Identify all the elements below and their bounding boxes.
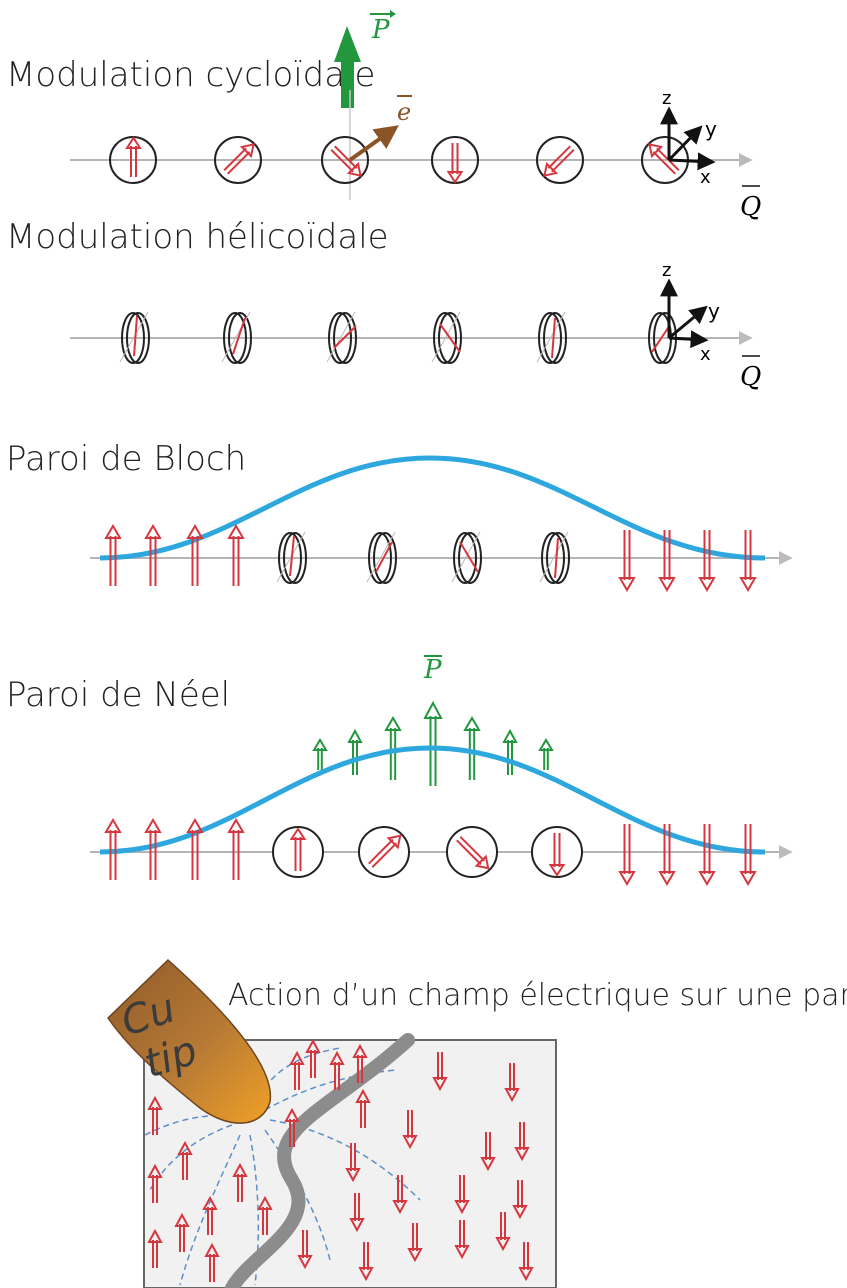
e-vector-label: e: [397, 98, 411, 126]
neel-spin: [272, 826, 324, 878]
neel-spin: [531, 826, 583, 878]
neel-spin: [358, 826, 410, 878]
axis-x-label: x: [700, 167, 711, 188]
bloch-spin: [539, 531, 570, 584]
p-vector-accent-head-icon: [390, 10, 396, 18]
wall-profile-curve: [99, 455, 766, 561]
helicoid-spin: [536, 311, 567, 364]
bloch-spin: [276, 531, 307, 584]
axis-y-label: y: [708, 299, 720, 323]
bloch-title: Paroi de Bloch: [6, 439, 246, 479]
e-vector-arrow: [348, 125, 399, 162]
q-vector-label: Q: [740, 362, 761, 392]
neel-spin: [446, 826, 498, 878]
helicoid-spin: [326, 311, 357, 364]
helicoid-spin: [431, 311, 462, 364]
spin-up-arrows: [104, 524, 245, 586]
polarization-arrows: [312, 700, 554, 786]
cycloid-spin: [431, 136, 479, 184]
helicoid-spin: [221, 311, 252, 364]
field-title: Action d’un champ électrique sur une par…: [228, 978, 847, 1013]
cycloid-spin: [214, 136, 262, 184]
neel-title: Paroi de Néel: [6, 675, 230, 715]
domain-wall: [225, 1033, 415, 1288]
spin-up-arrows: [104, 818, 245, 880]
q-vector-label: Q: [740, 192, 761, 222]
bloch-spin: [366, 531, 397, 584]
spin-down-arrows: [618, 530, 757, 592]
xyz-frame-icon: [660, 278, 709, 349]
field-up-arrows: [147, 1038, 371, 1282]
spin-down-arrows: [618, 824, 757, 886]
cu-tip-icon: [107, 958, 272, 1124]
p-vector-label: P: [423, 655, 442, 685]
bloch-spin: [451, 531, 482, 584]
axis-y-label: y: [705, 117, 717, 141]
helicoid-title: Modulation hélicoïdale: [6, 217, 389, 257]
axis-z-label: z: [662, 260, 671, 281]
axis-x-label: x: [700, 344, 711, 365]
cycloid-spin: [109, 136, 157, 184]
cycloid-spin: [321, 136, 369, 184]
helicoid-spin: [119, 311, 150, 364]
axis-z-label: z: [662, 88, 671, 109]
cycloid-spin: [536, 136, 584, 184]
wall-profile-curve: [99, 745, 766, 855]
xyz-frame-icon: [660, 106, 716, 171]
p-vector-label: P: [371, 15, 390, 45]
field-down-arrows: [297, 1052, 534, 1282]
cycloid-title: Modulation cycloïdale: [6, 55, 375, 95]
